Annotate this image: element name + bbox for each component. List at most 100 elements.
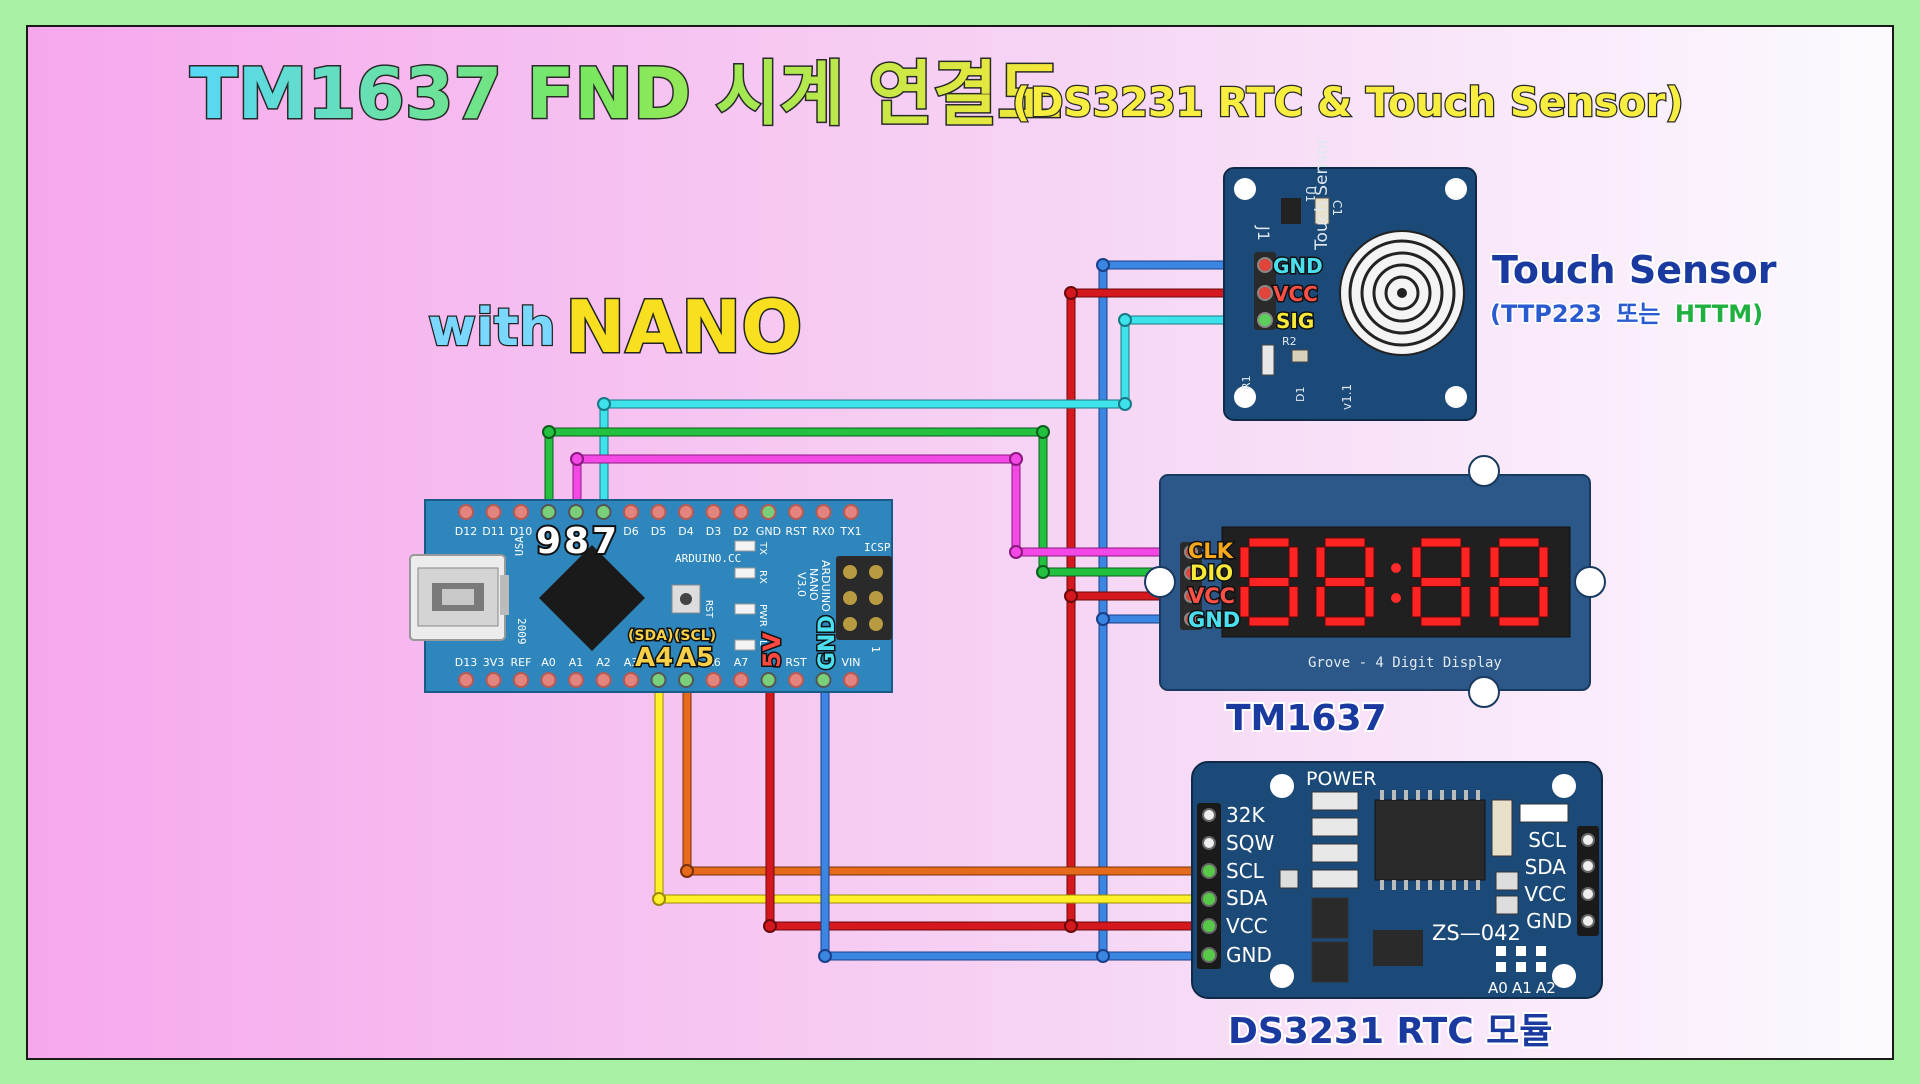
pin-label-gnd: GND: [815, 615, 840, 670]
digit-segment: [1411, 586, 1422, 618]
rtc-power-label: POWER: [1306, 768, 1376, 790]
junction-dot: [818, 949, 832, 963]
rtc-left-pin-labels: 32K SQW SCL SDA VCC GND: [1226, 803, 1274, 967]
junction-dot: [597, 397, 611, 411]
digit-segment: [1420, 616, 1462, 627]
rtc-addr-a1: A1: [1512, 979, 1532, 997]
nano-pin-d5: [650, 504, 667, 520]
junction-dot: [1064, 286, 1078, 300]
colon-dot: [1391, 593, 1401, 603]
digit-segment: [1420, 537, 1462, 548]
junction-dot: [1118, 397, 1132, 411]
rtc-pad: [1279, 869, 1299, 889]
tm1637-pin-clk: CLK: [1188, 539, 1234, 563]
nano-pin-a0: [540, 672, 557, 688]
nano-pin-d9: [540, 504, 557, 520]
rtc-left-header: [1197, 803, 1221, 969]
tm1637-pin-dio: DIO: [1190, 561, 1233, 585]
rtc-chip-legs: [1380, 790, 1480, 890]
usb-tab: [500, 575, 509, 615]
nano-top-pin-row: [458, 504, 859, 520]
junction-dot: [542, 425, 556, 439]
digit-segment: [1248, 616, 1290, 627]
rtc-address-pads: [1496, 946, 1546, 972]
junction-dot: [1096, 258, 1110, 272]
label-arduino: ARDUINO: [819, 560, 832, 612]
mount-hole: [1468, 455, 1500, 487]
pin-label-d9: 9: [536, 521, 561, 562]
label-scl: (SCL): [674, 628, 716, 644]
rtc-right-pin-vcc: VCC: [1524, 882, 1566, 906]
digit-segment: [1498, 577, 1540, 587]
rtc-pin-sqw: SQW: [1226, 831, 1274, 855]
nano-top-pin-label: RST: [785, 525, 807, 538]
eeprom-chip: [1373, 930, 1423, 966]
digit-segment: [1364, 546, 1375, 578]
nano-pin-vin: [843, 672, 859, 688]
label-nano: NANO: [807, 568, 820, 601]
junction-dot: [1036, 565, 1050, 579]
digit-segment: [1498, 616, 1540, 627]
mount-hole: [1468, 676, 1500, 708]
nano-pin-a1: [568, 672, 584, 688]
digit-segment: [1315, 546, 1326, 578]
nano-bottom-pin-label: REF: [511, 656, 532, 669]
rtc-name: DS3231 RTC 모듈: [1228, 1011, 1552, 1052]
title-sub: (DS3231 RTC & Touch Sensor): [1012, 80, 1684, 126]
nano-bottom-pin-label: A6: [706, 656, 721, 669]
digit-segment: [1324, 577, 1366, 587]
icsp-header: [836, 556, 892, 640]
label-j1: J1: [1254, 225, 1273, 241]
tm1637-pin-labels: CLK DIO VCC GND: [1187, 538, 1242, 634]
chip-u1: [1281, 198, 1301, 224]
wire-junctions: [542, 258, 1132, 963]
nano-bottom-pin-label: RST: [785, 656, 807, 669]
nano-pin-a3: [623, 672, 639, 688]
digit-segment: [1239, 546, 1250, 578]
label-sda: (SDA): [628, 628, 673, 644]
nano-top-pin-label: D3: [706, 525, 721, 538]
nano-pin-a6: [705, 672, 722, 688]
nano-pin-rst: [788, 504, 804, 520]
mount-hole: [1270, 964, 1294, 988]
rtc-right-header: [1577, 826, 1599, 936]
rtc-right-pin-labels: SCL SDA VCC GND: [1524, 828, 1572, 933]
nano-pin-5v: [760, 672, 777, 688]
nano-bottom-pin-row: [458, 672, 859, 688]
junction-dot: [1096, 949, 1110, 963]
nano-pin-d10: [513, 504, 529, 520]
junction-dot: [1096, 612, 1110, 626]
nano-bottom-pin-label: A2: [596, 656, 611, 669]
label-icsp: ICSP: [864, 541, 891, 554]
rtc-right-pin-scl: SCL: [1528, 828, 1567, 852]
nano-bottom-pin-label: A3: [624, 656, 639, 669]
label-u1: U1: [1303, 186, 1317, 202]
nano-top-pin-label: D10: [510, 525, 532, 538]
pin-label-5v: 5V: [758, 632, 786, 668]
nano-pin-d8: [568, 504, 584, 520]
board-subtitle: with NANO: [427, 284, 804, 371]
digit-segment: [1411, 546, 1422, 578]
label-pcb-version: v1.1: [1340, 384, 1354, 410]
rtc-pin-scl: SCL: [1226, 859, 1265, 883]
label-2009: 2009: [515, 618, 528, 645]
label-r2: R2: [1282, 335, 1297, 348]
digit-segment: [1498, 537, 1540, 548]
label-pwr: PWR: [757, 604, 768, 627]
touch-pin-gnd: GND: [1273, 254, 1323, 278]
label-usa: USA: [513, 536, 526, 556]
label-l: L: [757, 640, 768, 646]
digit-segment: [1364, 586, 1375, 618]
junction-dot: [1009, 452, 1023, 466]
digit-segment: [1538, 586, 1549, 618]
label-rx: RX: [757, 570, 768, 584]
rtc-address-labels: A0 A1 A2: [1488, 979, 1556, 997]
mount-hole: [1270, 774, 1294, 798]
subtitle-with: with: [428, 298, 556, 358]
pin-label-a5: A5: [676, 643, 714, 673]
nano-top-pin-label: RX0: [812, 525, 834, 538]
digit-segment: [1460, 586, 1471, 618]
touch-pad: [1339, 230, 1465, 356]
label-c1: C1: [1330, 200, 1344, 216]
